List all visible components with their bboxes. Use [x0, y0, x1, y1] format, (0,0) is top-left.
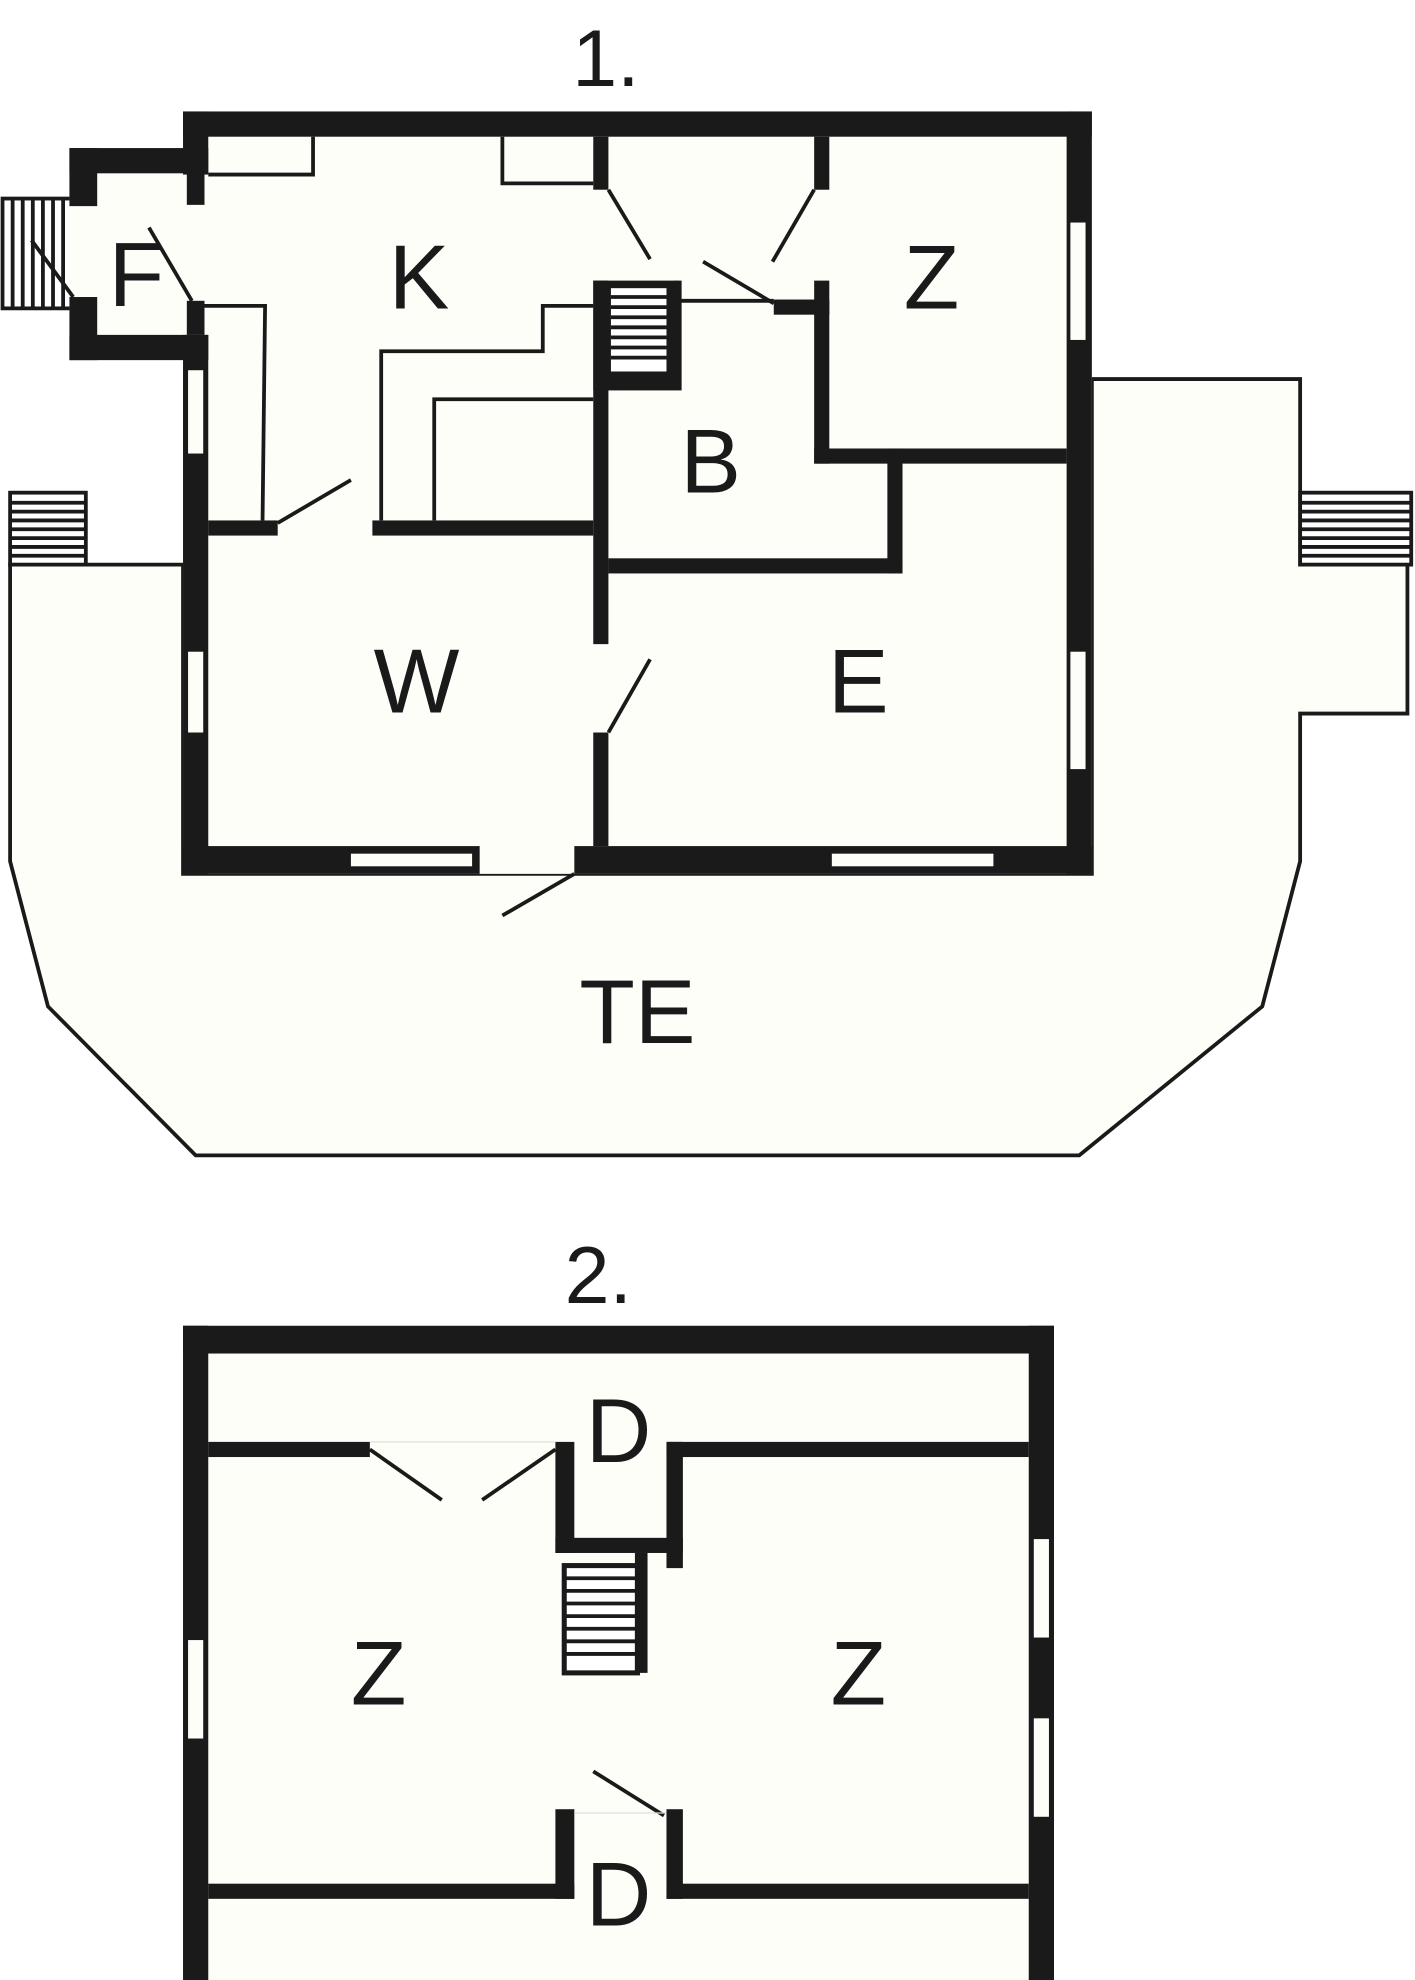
room-label-te: TE — [579, 962, 695, 1063]
terrace-stairs-right — [1298, 490, 1414, 567]
entry-stairs — [0, 196, 76, 311]
fixtures-floor-1 — [204, 136, 774, 521]
windows-floor-2 — [185, 1536, 1052, 1820]
door-swings-floor-1 — [30, 188, 816, 918]
room-label-f: F — [109, 225, 165, 326]
terrace-stairs-left — [8, 490, 88, 567]
room-label-w: W — [374, 631, 460, 732]
windows-floor-1 — [185, 220, 1089, 869]
floor-1-title: 1. — [572, 14, 639, 104]
floor-2-title: 2. — [565, 1231, 632, 1321]
room-label-z-right: Z — [831, 1623, 887, 1724]
door-swings-floor-2 — [368, 1441, 667, 1818]
room-label-b: B — [680, 412, 741, 513]
walls-floor-2 — [183, 1325, 1054, 1980]
floor-2: 2. — [183, 1231, 1054, 1980]
room-label-e: E — [828, 631, 889, 732]
room-label-d-top: D — [586, 1381, 652, 1482]
room-label-z-left: Z — [351, 1623, 407, 1724]
floor-1: 1. — [0, 14, 1414, 1158]
interior-stairs-floor-1 — [593, 280, 682, 391]
room-label-k: K — [389, 227, 450, 328]
room-label-d-bottom: D — [586, 1844, 652, 1945]
interior-stairs-floor-2 — [561, 1552, 648, 1676]
room-label-z: Z — [904, 227, 960, 328]
